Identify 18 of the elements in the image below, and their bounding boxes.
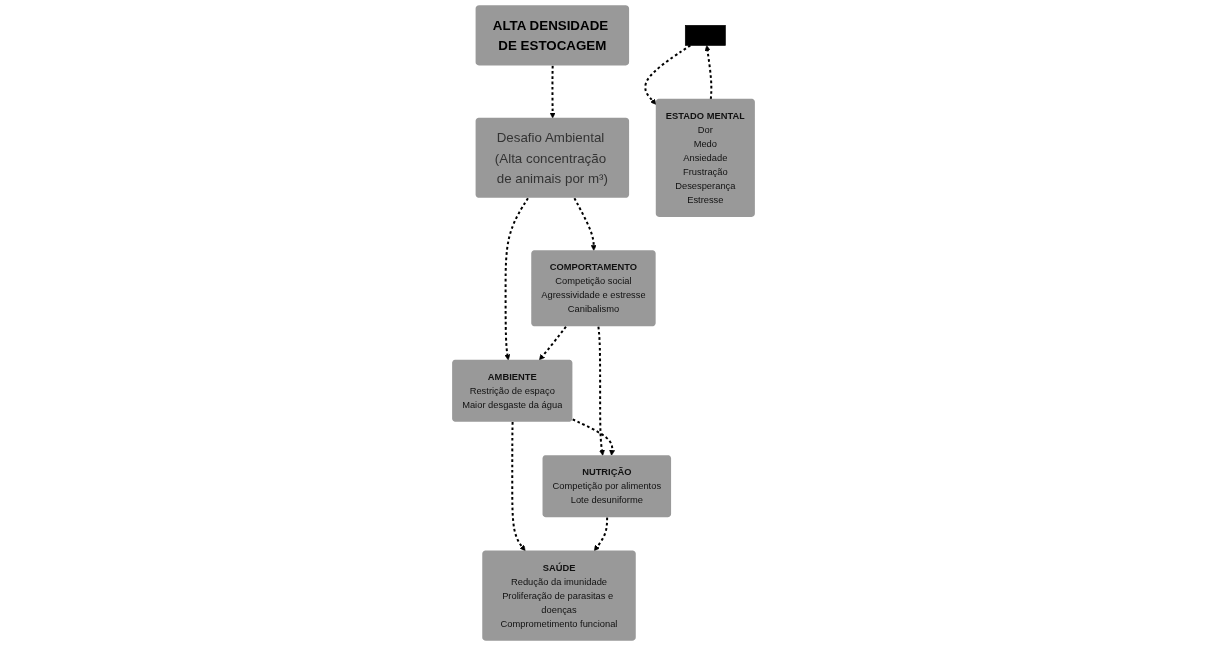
arrow [549, 64, 556, 119]
arrow [571, 418, 615, 456]
node-box: SAÚDE Redução da imunidade Proliferação de parasitas e doenças Comprometimento funcional [482, 550, 636, 641]
arrow [539, 325, 567, 361]
arrow [597, 325, 605, 456]
arrow [511, 421, 526, 552]
node-box: COMPORTAMENTO Competição social Agressividade e estresse Canibalismo [531, 250, 656, 327]
node-box: AMBIENTE Restrição de espaço Maior desgaste da água [452, 359, 573, 422]
arrow [644, 44, 692, 105]
node-box: Desafio Ambiental (Alta concentração de animais por m³) [475, 117, 630, 198]
node-box: NUTRIÇÃO Competição por alimentos Lote desuniforme [542, 455, 672, 518]
node-box: ESTADO MENTAL Dor Medo Ansiedade Frustração Desesperança Estresse [655, 98, 755, 217]
arrow [504, 197, 529, 361]
arrow [704, 45, 713, 101]
node-bar [684, 25, 726, 46]
arrow [593, 516, 609, 552]
node-box: ALTA DENSIDADE DE ESTOCAGEM [475, 5, 630, 66]
arrow [573, 197, 597, 251]
